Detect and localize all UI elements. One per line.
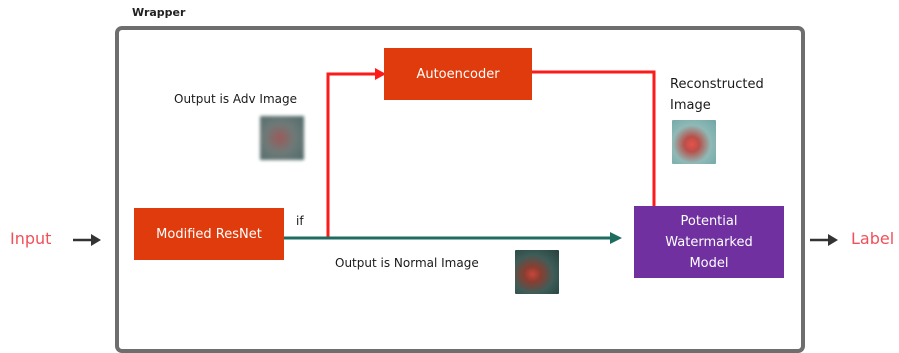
model-arrowhead xyxy=(610,232,622,244)
watermarked-model-box: Potential Watermarked Model xyxy=(634,206,784,278)
autoencoder-arrowhead xyxy=(375,68,386,80)
adv-image-thumbnail xyxy=(260,116,304,160)
model-label-line1: Potential xyxy=(680,213,738,229)
normal-image-thumbnail xyxy=(515,250,559,294)
modified-resnet-box: Modified ResNet xyxy=(134,208,284,260)
input-arrowhead xyxy=(91,234,101,246)
model-label-line2: Watermarked xyxy=(665,234,753,250)
autoencoder-label: Autoencoder xyxy=(416,66,500,82)
reconstructed-caption-line2: Image xyxy=(670,98,711,113)
output-label: Label xyxy=(851,229,895,248)
if-label: if xyxy=(296,214,304,228)
adv-branch-line xyxy=(326,72,380,238)
wrapper-label: Wrapper xyxy=(132,6,186,19)
autoencoder-box: Autoencoder xyxy=(384,48,532,100)
output-arrowhead xyxy=(828,234,838,246)
reconstructed-line xyxy=(532,70,656,206)
modified-resnet-label: Modified ResNet xyxy=(156,226,262,242)
wrapper-box xyxy=(115,26,805,353)
model-label-line3: Model xyxy=(689,255,729,271)
reconstructed-caption-line1: Reconstructed xyxy=(670,77,764,92)
normal-image-caption: Output is Normal Image xyxy=(335,256,479,270)
adv-image-caption: Output is Adv Image xyxy=(174,92,298,106)
input-label: Input xyxy=(10,229,52,248)
reconstructed-image-thumbnail xyxy=(672,120,716,164)
